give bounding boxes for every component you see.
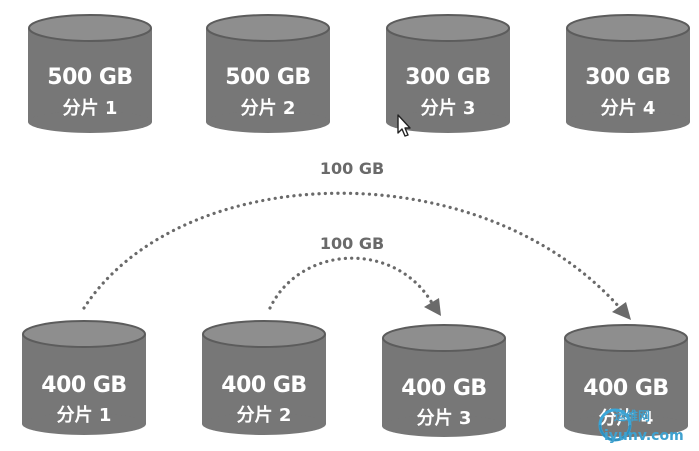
before-shard-3: 300 GB 分片 3 [386,14,510,133]
before-shard-1: 500 GB 分片 1 [28,14,152,133]
shard-size: 500 GB [225,65,310,90]
shard-size: 500 GB [47,65,132,90]
after-shard-2: 400 GB 分片 2 [202,320,326,435]
shard-size: 400 GB [583,376,668,401]
shard-size: 400 GB [401,376,486,401]
migration-amount-label: 100 GB [320,234,384,253]
shard-label: 分片 3 [417,407,472,429]
watermark-site: 运维网 [614,408,650,423]
shard-label: 分片 4 [599,407,654,429]
watermark-logo: 运维网 iyunv.com [598,408,684,444]
before-shard-4: 300 GB 分片 4 [566,14,690,133]
shard-label: 分片 4 [601,97,656,119]
shard-size: 300 GB [585,65,670,90]
migration-arrow-shard1-to-shard4: 100 GB [82,159,631,320]
after-shard-4: 400 GB 分片 4 [564,324,688,437]
migration-arrow-shard2-to-shard3: 100 GB [268,234,441,316]
shard-size: 400 GB [221,373,306,398]
shard-label: 分片 3 [421,97,476,119]
watermark-url: iyunv.com [604,428,684,444]
shard-size: 400 GB [41,373,126,398]
after-shard-1: 400 GB 分片 1 [22,320,146,435]
before-shard-2: 500 GB 分片 2 [206,14,330,133]
shard-label: 分片 2 [237,404,292,426]
migration-amount-label: 100 GB [320,159,384,178]
after-shard-3: 400 GB 分片 3 [382,324,506,437]
shard-label: 分片 1 [57,404,112,426]
shard-label: 分片 2 [241,97,296,119]
shard-size: 300 GB [405,65,490,90]
mouse-cursor-icon [397,114,411,137]
shard-label: 分片 1 [63,97,118,119]
